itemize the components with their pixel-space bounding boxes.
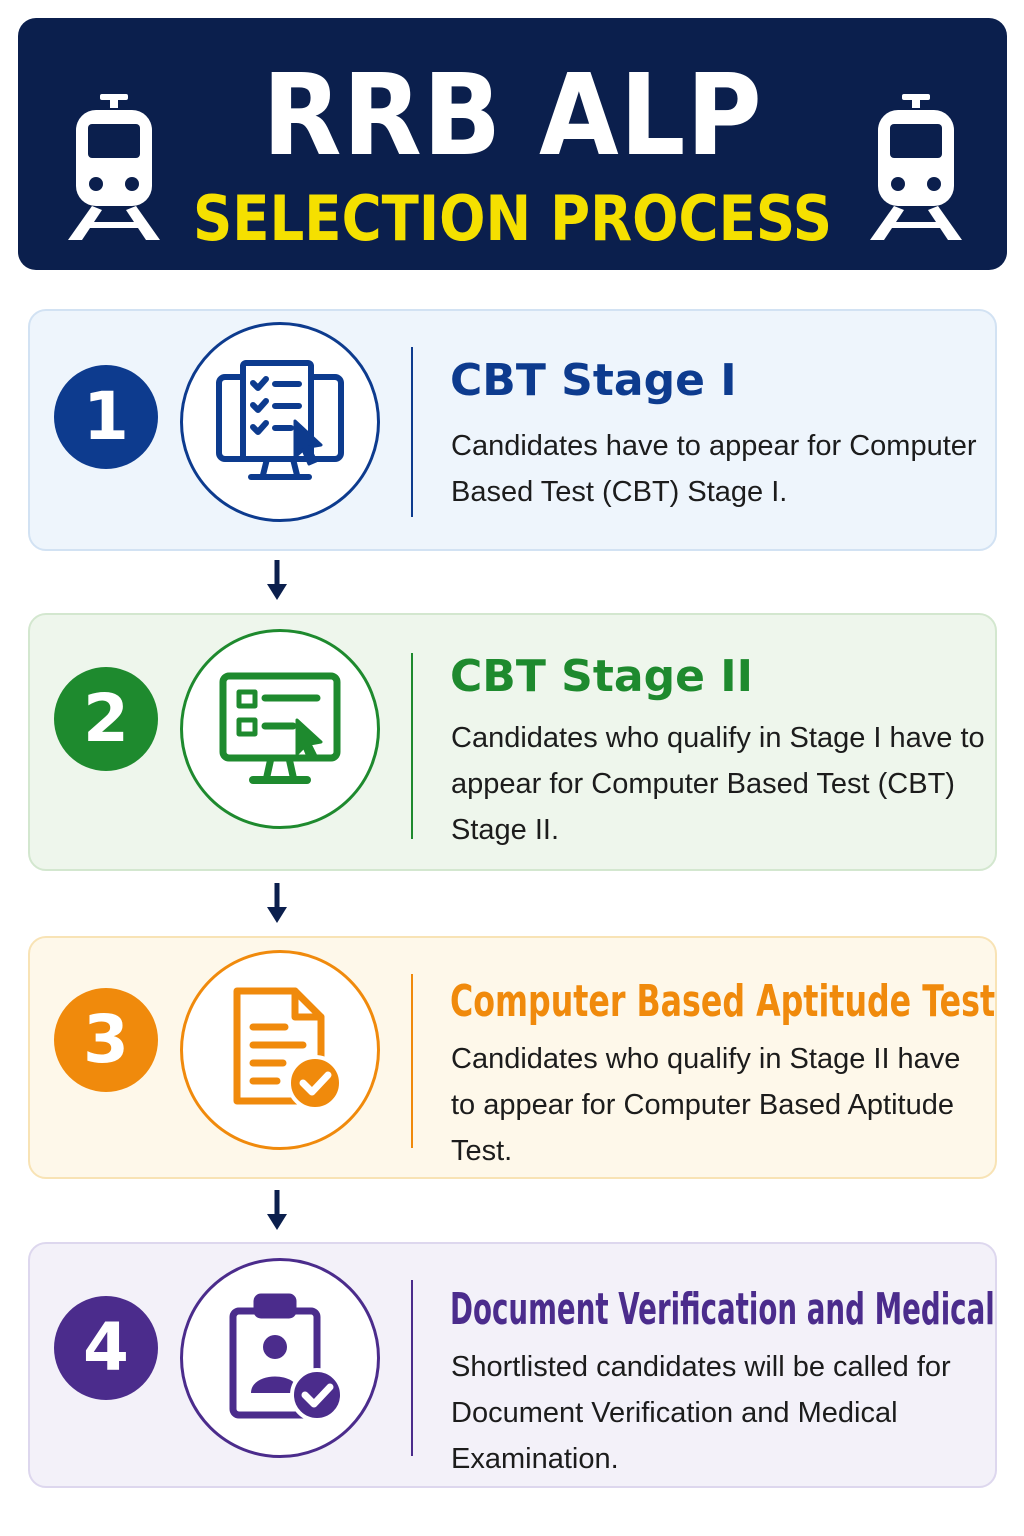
down-arrow-icon	[267, 1190, 287, 1230]
step-icon-ring	[180, 629, 380, 829]
step-divider	[411, 974, 413, 1148]
header-banner: RRB ALP SELECTION PROCESS	[18, 18, 1007, 270]
step-number-badge: 2	[54, 667, 158, 771]
down-arrow-icon	[267, 883, 287, 923]
step-number-badge: 1	[54, 365, 158, 469]
step-card-2: 2 CBT Stage II Candidates who qualify in…	[28, 613, 997, 871]
step-card-3: 3 Computer Based Aptitude Test Candidate…	[28, 936, 997, 1179]
clipboard-user-check-icon	[229, 1293, 344, 1422]
step-divider	[411, 1280, 413, 1456]
online-form-icon	[219, 672, 341, 784]
train-icon	[68, 94, 160, 240]
step-number-badge: 4	[54, 1296, 158, 1400]
step-icon-ring	[180, 322, 380, 522]
document-check-icon	[233, 987, 343, 1111]
step-title: Computer Based Aptitude Test	[450, 976, 996, 1027]
down-arrow-icon	[267, 560, 287, 600]
step-description: Candidates who qualify in Stage II have …	[451, 1043, 961, 1167]
page-subtitle: SELECTION PROCESS	[192, 182, 833, 255]
page-title: RRB ALP	[262, 51, 763, 181]
step-description: Shortlisted candidates will be called fo…	[451, 1351, 951, 1475]
step-number-badge: 3	[54, 988, 158, 1092]
step-divider	[411, 653, 413, 839]
step-card-1: 1 CBT Stage I Candidates have to appear …	[28, 309, 997, 551]
step-icon-ring	[180, 1258, 380, 1458]
train-icon	[870, 94, 962, 240]
step-title: CBT Stage II	[450, 651, 753, 702]
step-title: Document Verification and Medical	[450, 1284, 995, 1335]
online-test-checklist-icon	[216, 360, 344, 480]
step-icon-ring	[180, 950, 380, 1150]
step-divider	[411, 347, 413, 517]
step-description: Candidates have to appear for Computer B…	[451, 430, 977, 508]
step-description: Candidates who qualify in Stage I have t…	[451, 722, 985, 846]
step-title: CBT Stage I	[450, 355, 737, 406]
step-card-4: 4 Document Verification and Medical Shor…	[28, 1242, 997, 1488]
